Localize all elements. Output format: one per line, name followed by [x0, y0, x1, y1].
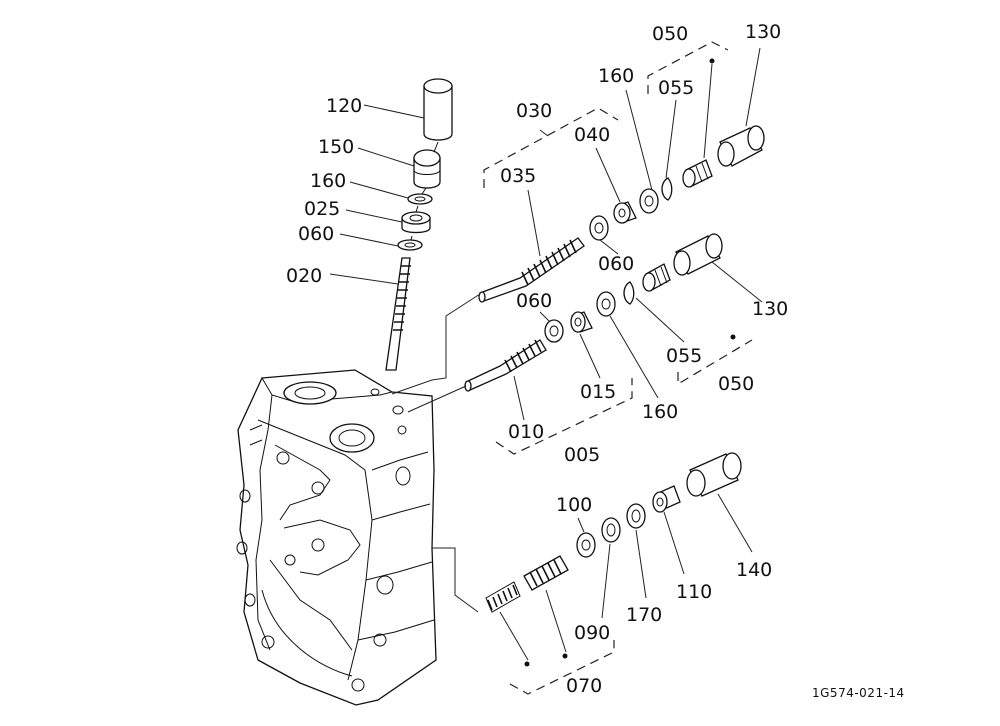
label-040: 040: [574, 124, 610, 146]
label-060-mid-top: 060: [598, 253, 634, 275]
label-160-top: 160: [598, 65, 634, 87]
label-060-mid: 060: [516, 290, 552, 312]
part-055-snap-ring-top: [661, 177, 673, 201]
label-055-top: 055: [658, 77, 694, 99]
label-035: 035: [500, 165, 536, 187]
assembly-lines: [391, 293, 481, 613]
label-160-mid: 160: [642, 401, 678, 423]
part-160-washer-top: [639, 188, 659, 214]
reference-dots: [524, 58, 736, 667]
part-050-plug-mid: [642, 263, 671, 292]
label-120: 120: [326, 95, 362, 117]
part-060-washer-mid: [544, 319, 564, 343]
diagram-code: 1G574-021-14: [812, 686, 905, 700]
part-130-sleeve-top: [717, 125, 765, 167]
label-130-top: 130: [745, 21, 781, 43]
label-100: 100: [556, 494, 592, 516]
label-010: 010: [508, 421, 544, 443]
spool-assembly-030: [478, 125, 765, 303]
part-160-washer-mid: [596, 291, 616, 317]
part-120-sleeve: [423, 78, 453, 141]
spring-assembly-070: [485, 452, 742, 613]
part-130-sleeve-mid: [673, 233, 723, 276]
label-015: 015: [580, 381, 616, 403]
label-050-top: 050: [652, 23, 688, 45]
label-020: 020: [286, 265, 322, 287]
label-025: 025: [304, 198, 340, 220]
label-150: 150: [318, 136, 354, 158]
dashed-brackets: [483, 41, 753, 695]
part-090-ring: [601, 517, 621, 543]
label-110: 110: [676, 581, 712, 603]
label-160-left: 160: [310, 170, 346, 192]
part-060-washer-left: [397, 239, 423, 251]
part-050-plug-top: [682, 159, 713, 188]
part-140-sleeve: [686, 452, 742, 497]
part-015-nut: [570, 311, 593, 333]
label-030: 030: [516, 100, 552, 122]
leader-lines: [329, 47, 763, 661]
part-025-collar: [401, 211, 431, 234]
vertical-stack: [385, 78, 453, 371]
part-150-plug: [413, 149, 441, 189]
valve-housing: [236, 369, 437, 706]
part-020-threaded-rod: [385, 257, 411, 371]
label-090: 090: [574, 622, 610, 644]
part-035-spool: [478, 237, 585, 303]
label-170: 170: [626, 604, 662, 626]
part-100-washer: [576, 532, 596, 558]
part-threaded-stud: [523, 555, 569, 591]
part-060-washer-top: [589, 215, 609, 241]
label-055-mid: 055: [666, 345, 702, 367]
spool-assembly-005: [464, 233, 723, 392]
part-110-plug: [652, 485, 681, 513]
part-055-snap-ring-mid: [623, 281, 635, 305]
part-labels: 120 150 160 025 060 020 030 035 040 160 …: [286, 21, 905, 700]
part-spring: [485, 581, 521, 613]
label-005: 005: [564, 444, 600, 466]
label-070: 070: [566, 675, 602, 697]
label-060-left: 060: [298, 223, 334, 245]
label-130-mid: 130: [752, 298, 788, 320]
part-170-ring: [626, 503, 646, 529]
label-050-mid: 050: [718, 373, 754, 395]
part-010-spool: [464, 339, 547, 392]
part-160-washer-left: [407, 193, 433, 205]
label-140: 140: [736, 559, 772, 581]
vertical-axis-lines: [410, 141, 439, 241]
part-040-nut: [613, 201, 637, 224]
